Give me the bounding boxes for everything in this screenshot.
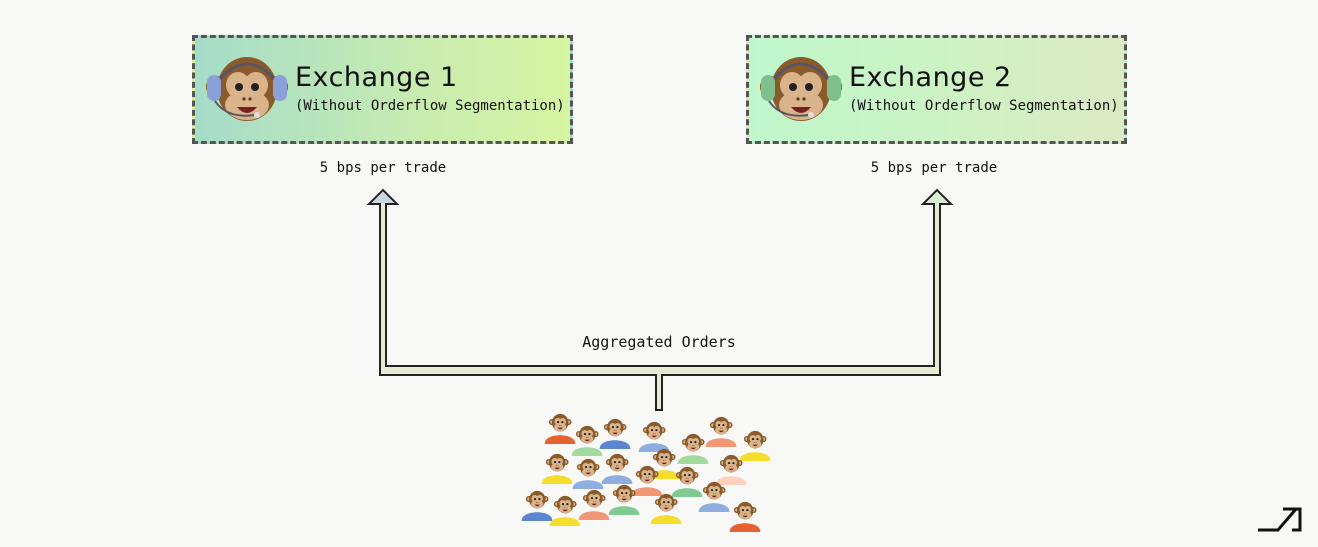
exchange-2-subtitle: (Without Orderflow Segmentation)	[849, 98, 1119, 114]
trader-shirt	[671, 488, 703, 497]
monkey-headset-icon	[206, 57, 288, 121]
trader-shirt	[698, 503, 730, 512]
monkey-trader-icon	[739, 430, 771, 461]
trader-shirt	[729, 523, 761, 532]
monkey-trader-icon	[671, 466, 703, 497]
monkey-trader-icon	[650, 493, 682, 524]
monkey-trader-icon	[729, 501, 761, 532]
trader-shirt	[572, 480, 604, 489]
exchange-1-box: Exchange 1 (Without Orderflow Segmentati…	[192, 35, 573, 144]
exchange-2-box: Exchange 2 (Without Orderflow Segmentati…	[746, 35, 1127, 144]
trader-shirt	[601, 475, 633, 484]
trader-shirt	[541, 475, 573, 484]
exchange-1-subtitle: (Without Orderflow Segmentation)	[295, 98, 565, 114]
trader-shirt	[608, 506, 640, 515]
monkey-trader-icon	[544, 413, 576, 444]
monkey-trader-icon	[608, 484, 640, 515]
arrow-paths	[366, 188, 954, 411]
trader-shirt	[544, 435, 576, 444]
routing-arrow	[366, 188, 954, 411]
monkey-trader-icon	[578, 489, 610, 520]
brand-logo-icon	[1258, 507, 1302, 532]
exchange-1-title: Exchange 1	[295, 62, 458, 93]
monkey-trader-icon	[572, 458, 604, 489]
trader-shirt	[549, 517, 581, 526]
exchange-2-title: Exchange 2	[849, 62, 1012, 93]
monkey-trader-icon	[549, 495, 581, 526]
monkey-trader-icon	[601, 453, 633, 484]
monkey-trader-icon	[698, 481, 730, 512]
exchange-2-fee: 5 bps per trade	[870, 160, 998, 176]
trader-shirt	[715, 476, 747, 485]
trader-shirt	[650, 515, 682, 524]
trader-shirt	[578, 511, 610, 520]
monkey-trader-icon	[705, 416, 737, 447]
aggregated-orders-label: Aggregated Orders	[582, 333, 736, 351]
trader-shirt	[677, 455, 709, 464]
trader-shirt	[705, 438, 737, 447]
trader-shirt	[521, 512, 553, 521]
arrowhead-exchange-1	[372, 192, 394, 203]
monkey-trader-icon	[715, 454, 747, 485]
trader-shirt	[571, 447, 603, 456]
trader-shirt	[631, 487, 663, 496]
monkey-trader-icon	[541, 453, 573, 484]
arrowhead-exchange-2	[926, 192, 948, 203]
monkey-trader-icon	[571, 425, 603, 456]
monkey-trader-icon	[631, 465, 663, 496]
trader-shirt	[739, 452, 771, 461]
monkey-trader-icon	[677, 433, 709, 464]
trader-shirt	[599, 440, 631, 449]
monkey-trader-icon	[599, 418, 631, 449]
monkey-trader-icon	[521, 490, 553, 521]
exchange-1-fee: 5 bps per trade	[319, 160, 447, 176]
monkey-headset-icon	[760, 57, 842, 121]
